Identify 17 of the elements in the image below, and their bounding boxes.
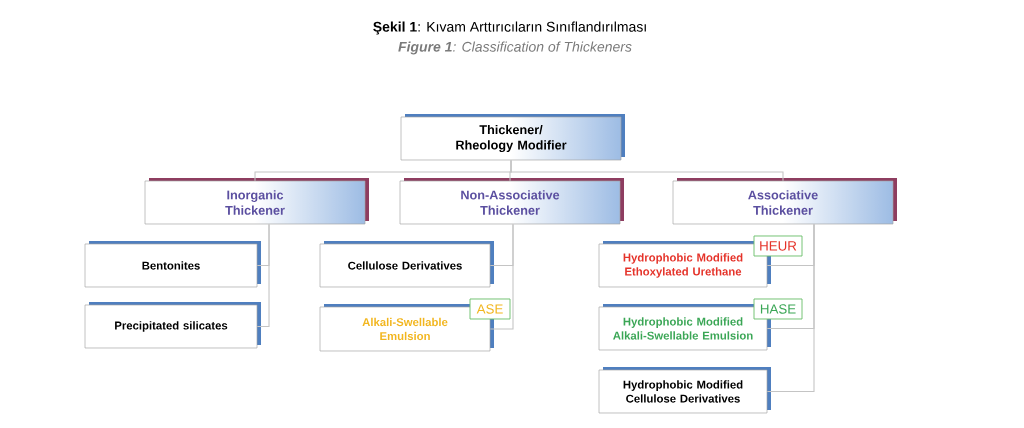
tag-box: ASE bbox=[469, 298, 511, 320]
category-box: Inorganic Thickener bbox=[144, 178, 369, 225]
connector-line bbox=[256, 223, 270, 328]
connector-line bbox=[766, 223, 815, 393]
heading-box: Thickener/ Rheology Modifier bbox=[400, 114, 625, 161]
item-box: Precipitated silicates bbox=[84, 302, 261, 349]
category-box: Associative Thickener bbox=[672, 178, 897, 225]
title: Şekil 1: Kıvam Arttırıcıların Sınıflandırılması bbox=[373, 21, 646, 35]
category-box: Non-Associative Thickener bbox=[399, 178, 624, 225]
item-box: Bentonites bbox=[84, 241, 261, 288]
item-box: Cellulose Derivatives bbox=[319, 241, 494, 288]
connector-line bbox=[489, 223, 514, 330]
caption: Figure 1: Classification of Thickeners bbox=[398, 41, 632, 55]
item-box: Hydrophobic Modified Cellulose Derivatives bbox=[598, 367, 771, 414]
tag-box: HEUR bbox=[753, 235, 803, 257]
tag-box: HASE bbox=[753, 298, 803, 320]
connector-line bbox=[510, 159, 784, 182]
